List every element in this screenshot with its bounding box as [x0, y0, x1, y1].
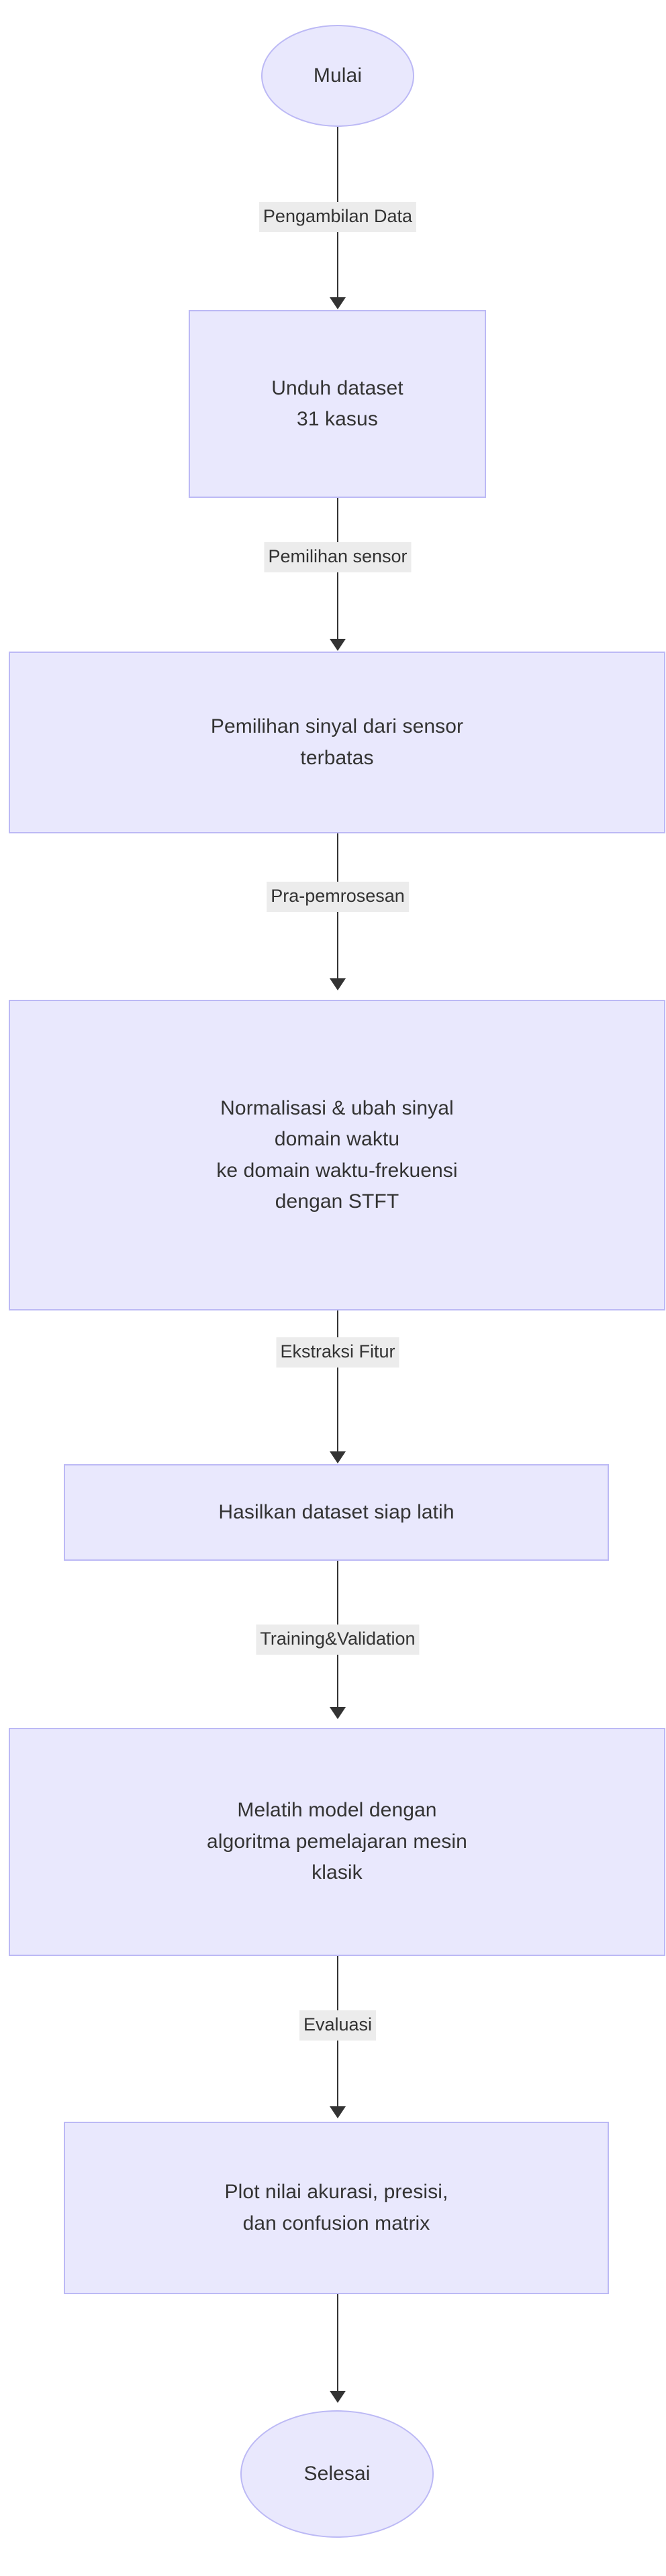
edge-label-ekstraksi-fitur: Ekstraksi Fitur — [276, 1337, 399, 1368]
node-preprocessing[interactable]: Normalisasi & ubah sinyal domain waktu k… — [9, 1000, 665, 1310]
node-plot-metrics[interactable]: Plot nilai akurasi, presisi, dan confusi… — [64, 2122, 609, 2294]
node-start[interactable]: Mulai — [261, 25, 414, 127]
node-preprocessing-label: Normalisasi & ubah sinyal domain waktu k… — [216, 1096, 458, 1213]
edge-train-evaluate-arrow — [330, 2106, 346, 2118]
node-download-dataset-label: Unduh dataset 31 kasus — [271, 376, 403, 431]
node-train-model-label: Melatih model dengan algoritma pemelajar… — [207, 1799, 467, 1884]
node-end[interactable]: Selesai — [240, 2410, 434, 2538]
edge-label-pengambilan-data: Pengambilan Data — [258, 202, 417, 233]
edge-download-sensorselect-arrow — [330, 639, 346, 651]
node-end-label: Selesai — [303, 2462, 371, 2485]
edge-label-pra-pemrosesan: Pra-pemrosesan — [267, 882, 409, 913]
edge-evaluate-end-line — [337, 2294, 338, 2393]
edge-label-pemilihan-sensor: Pemilihan sensor — [264, 542, 412, 573]
edge-dataset-train-arrow — [330, 1707, 346, 1719]
node-train-model[interactable]: Melatih model dengan algoritma pemelajar… — [9, 1728, 665, 1956]
node-generate-dataset-label: Hasilkan dataset siap latih — [218, 1500, 455, 1523]
node-start-label: Mulai — [313, 64, 363, 87]
node-sensor-selection-label: Pemilihan sinyal dari sensor terbatas — [210, 715, 464, 769]
node-download-dataset[interactable]: Unduh dataset 31 kasus — [189, 310, 486, 498]
edge-label-training-validation: Training&Validation — [256, 1625, 420, 1655]
edge-label-evaluasi: Evaluasi — [299, 2010, 377, 2041]
edge-sensorselect-preprocess-arrow — [330, 978, 346, 990]
edge-start-download-arrow — [330, 297, 346, 309]
edge-preprocess-dataset-line — [337, 1310, 338, 1454]
node-sensor-selection[interactable]: Pemilihan sinyal dari sensor terbatas — [9, 652, 665, 833]
edge-evaluate-end-arrow — [330, 2391, 346, 2403]
node-generate-dataset[interactable]: Hasilkan dataset siap latih — [64, 1464, 609, 1561]
node-plot-metrics-label: Plot nilai akurasi, presisi, dan confusi… — [224, 2181, 448, 2234]
edge-preprocess-dataset-arrow — [330, 1451, 346, 1463]
